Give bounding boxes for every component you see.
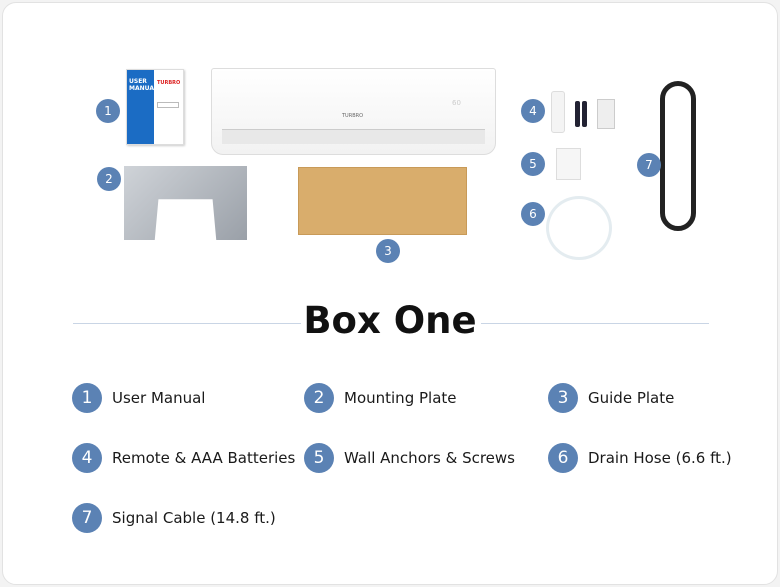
legend-number: 7 (72, 503, 102, 533)
legend-number: 4 (72, 443, 102, 473)
legend-number: 1 (72, 383, 102, 413)
legend-number: 5 (304, 443, 334, 473)
legend-number: 3 (548, 383, 578, 413)
legend-number: 2 (304, 383, 334, 413)
legend-label: Guide Plate (588, 389, 675, 407)
badge-6: 6 (521, 202, 545, 226)
signal-cable-image (660, 81, 696, 231)
badge-1: 1 (96, 99, 120, 123)
legend-number: 6 (548, 443, 578, 473)
drain-hose-image (546, 196, 612, 260)
badge-5: 5 (521, 152, 545, 176)
remote-batteries-image (551, 91, 615, 133)
screws-image (556, 148, 581, 180)
page-title: Box One (303, 299, 477, 342)
legend-label: User Manual (112, 389, 206, 407)
user-manual-image: USER MANUAL TURBRO (126, 69, 184, 145)
divider-left (73, 323, 301, 324)
ac-unit-image: TURBRO 60 (211, 68, 496, 155)
badge-3: 3 (376, 239, 400, 263)
badge-2: 2 (97, 167, 121, 191)
guide-plate-image (298, 167, 467, 235)
divider-right (481, 323, 709, 324)
legend-label: Signal Cable (14.8 ft.) (112, 509, 276, 527)
legend-label: Remote & AAA Batteries (112, 449, 296, 467)
legend-label: Mounting Plate (344, 389, 457, 407)
legend-label: Drain Hose (6.6 ft.) (588, 449, 732, 467)
badge-4: 4 (521, 99, 545, 123)
legend-label: Wall Anchors & Screws (344, 449, 515, 467)
badge-7: 7 (637, 153, 661, 177)
mounting-plate-image (124, 166, 247, 240)
